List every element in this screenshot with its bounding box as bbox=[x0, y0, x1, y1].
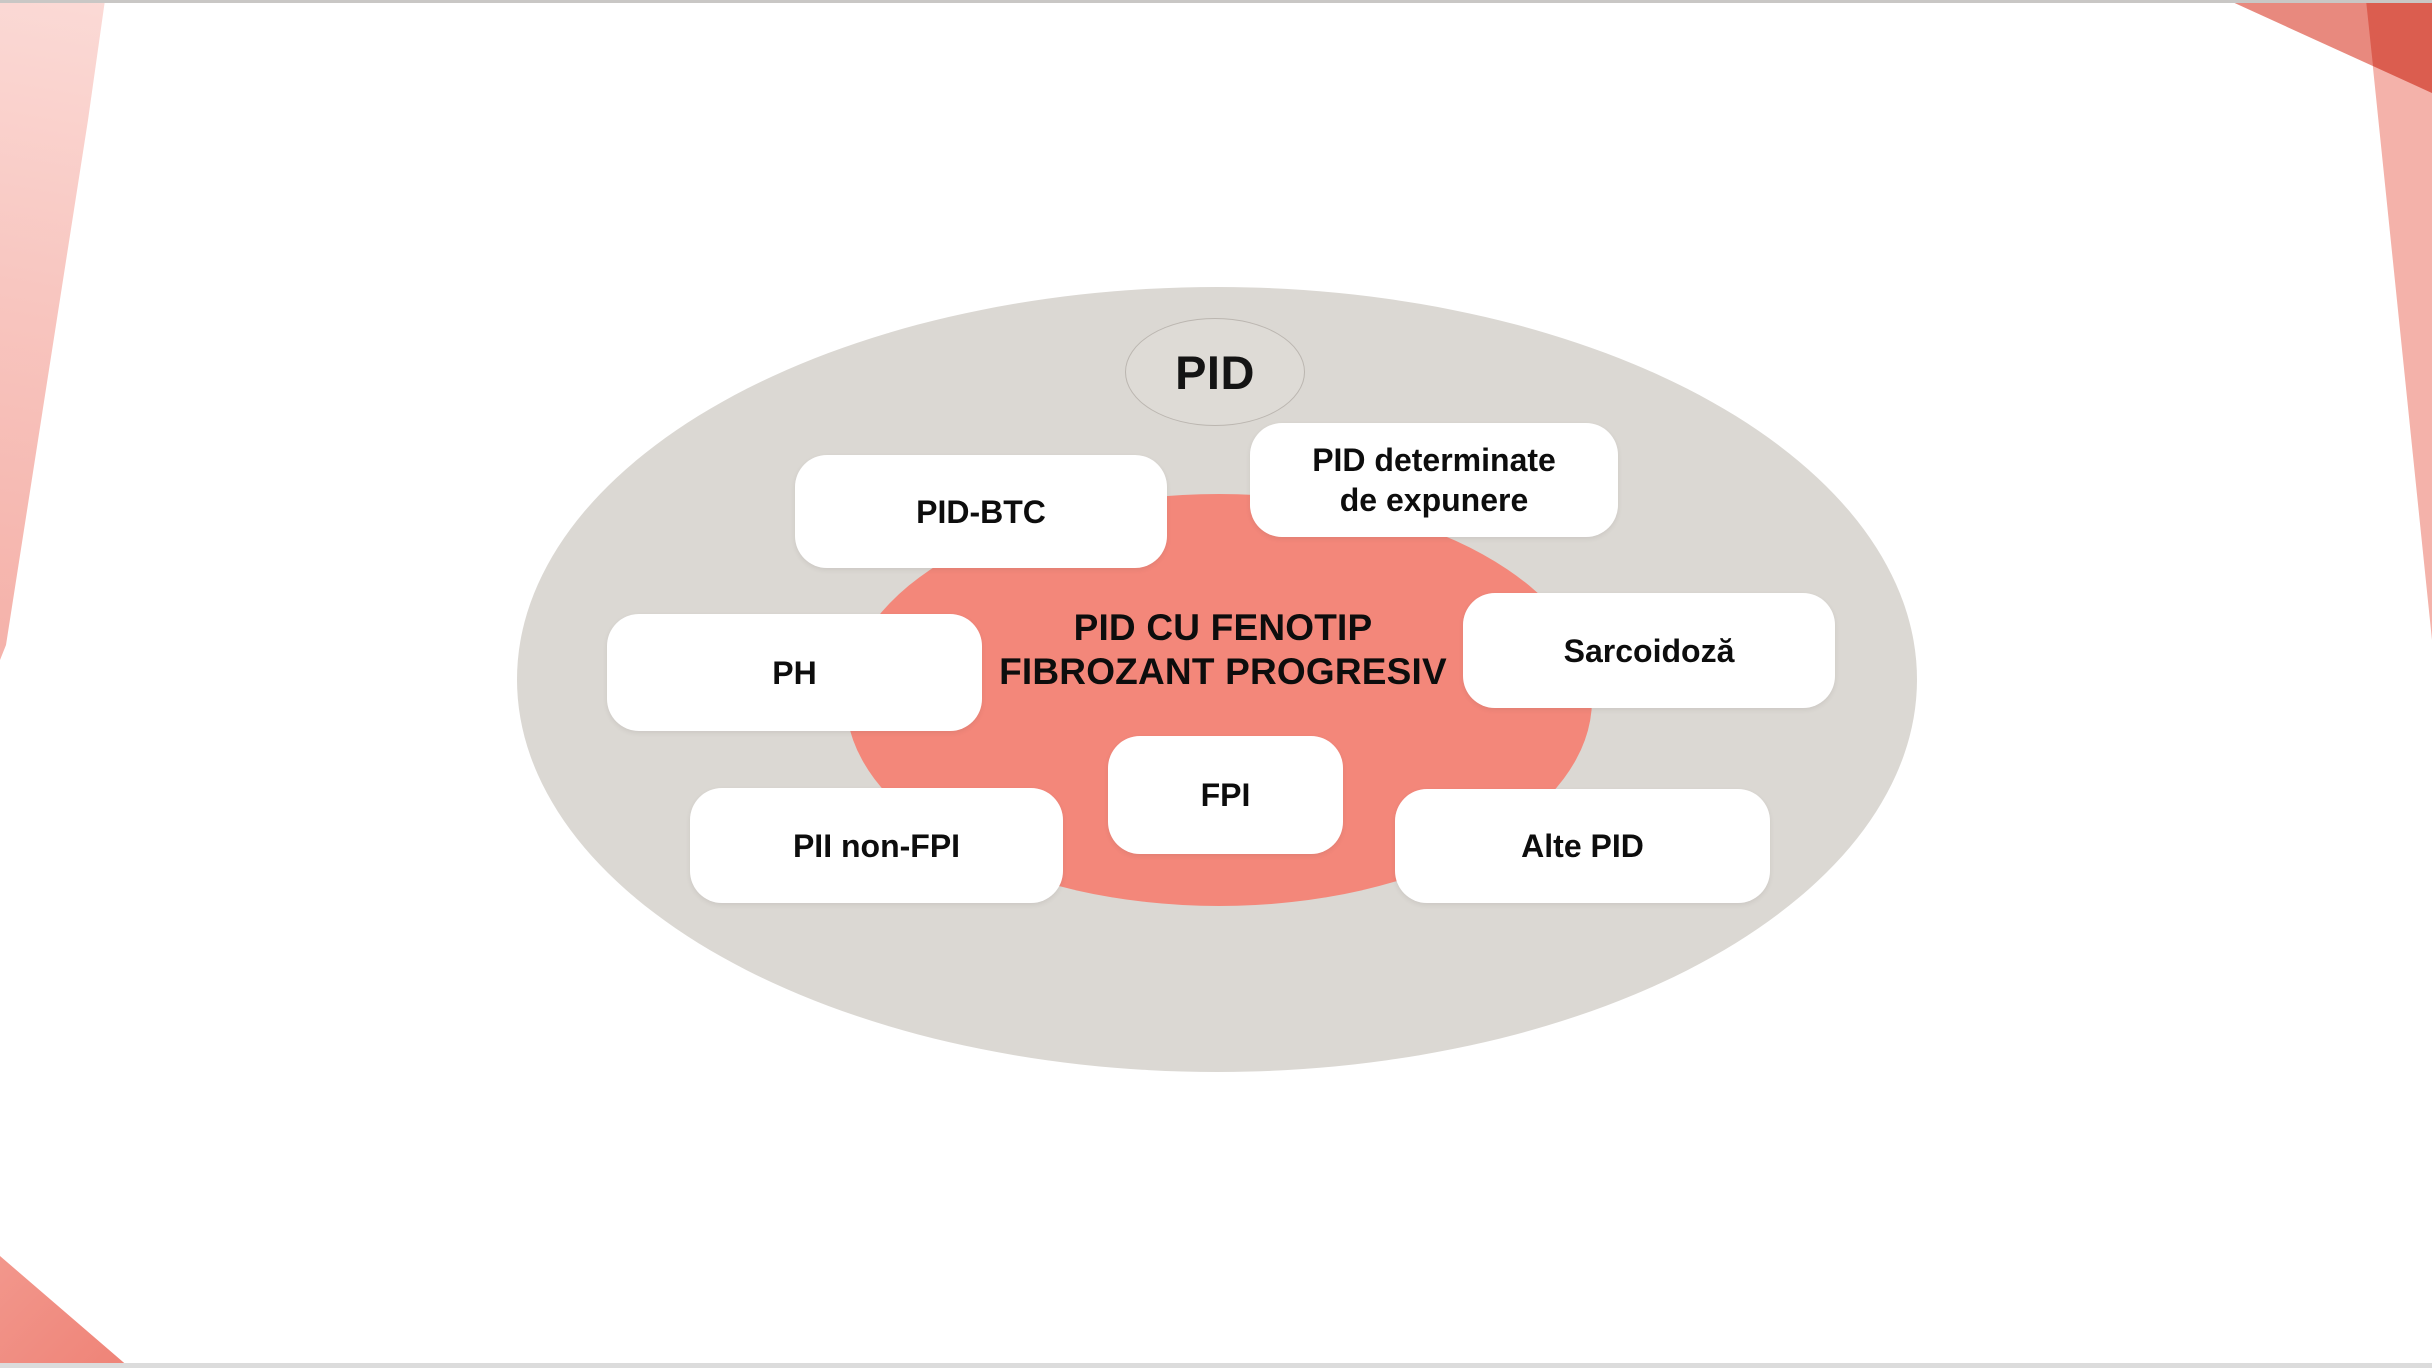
bottom-border-line bbox=[0, 1363, 2432, 1368]
inner-ellipse-title-line1: PID CU FENOTIP bbox=[1073, 607, 1373, 648]
outer-ellipse-title: PID bbox=[1175, 345, 1255, 399]
corner-decoration-top-right-salmon-band bbox=[2228, 0, 2432, 93]
inner-ellipse-title: PID CU FENOTIP FIBROZANT PROGRESIV bbox=[923, 606, 1523, 694]
node-pii-non-fpi-label: PII non-FPI bbox=[792, 827, 961, 864]
node-fpi-label: FPI bbox=[1200, 777, 1251, 813]
corner-decoration-bottom-left bbox=[0, 1256, 130, 1368]
corner-decoration-top-right-overlap bbox=[2366, 0, 2432, 93]
node-pid-determinate-de-expunere: PID determinate de expunere bbox=[1250, 423, 1618, 537]
inner-ellipse-title-line2: FIBROZANT PROGRESIV bbox=[999, 651, 1447, 692]
node-pid-determinate-de-expunere-label: PID determinate de expunere bbox=[1312, 442, 1556, 518]
corner-decoration-top-right-pink-band bbox=[2366, 0, 2432, 640]
corner-decoration-top-left bbox=[0, 0, 105, 660]
top-border-line bbox=[0, 0, 2432, 3]
node-sarcoidoza-label: Sarcoidoză bbox=[1563, 632, 1735, 669]
pid-title-cloud: PID bbox=[1125, 318, 1305, 426]
node-ph-label: PH bbox=[772, 654, 817, 691]
node-fpi: FPI bbox=[1108, 736, 1343, 854]
node-alte-pid: Alte PID bbox=[1395, 789, 1770, 903]
node-ph: PH bbox=[607, 614, 982, 731]
node-alte-pid-label: Alte PID bbox=[1521, 828, 1644, 864]
node-sarcoidoza: Sarcoidoză bbox=[1463, 593, 1835, 708]
node-pid-btc: PID-BTC bbox=[795, 455, 1167, 568]
node-pii-non-fpi: PII non-FPI bbox=[690, 788, 1063, 903]
node-pid-btc-label: PID-BTC bbox=[916, 493, 1046, 530]
